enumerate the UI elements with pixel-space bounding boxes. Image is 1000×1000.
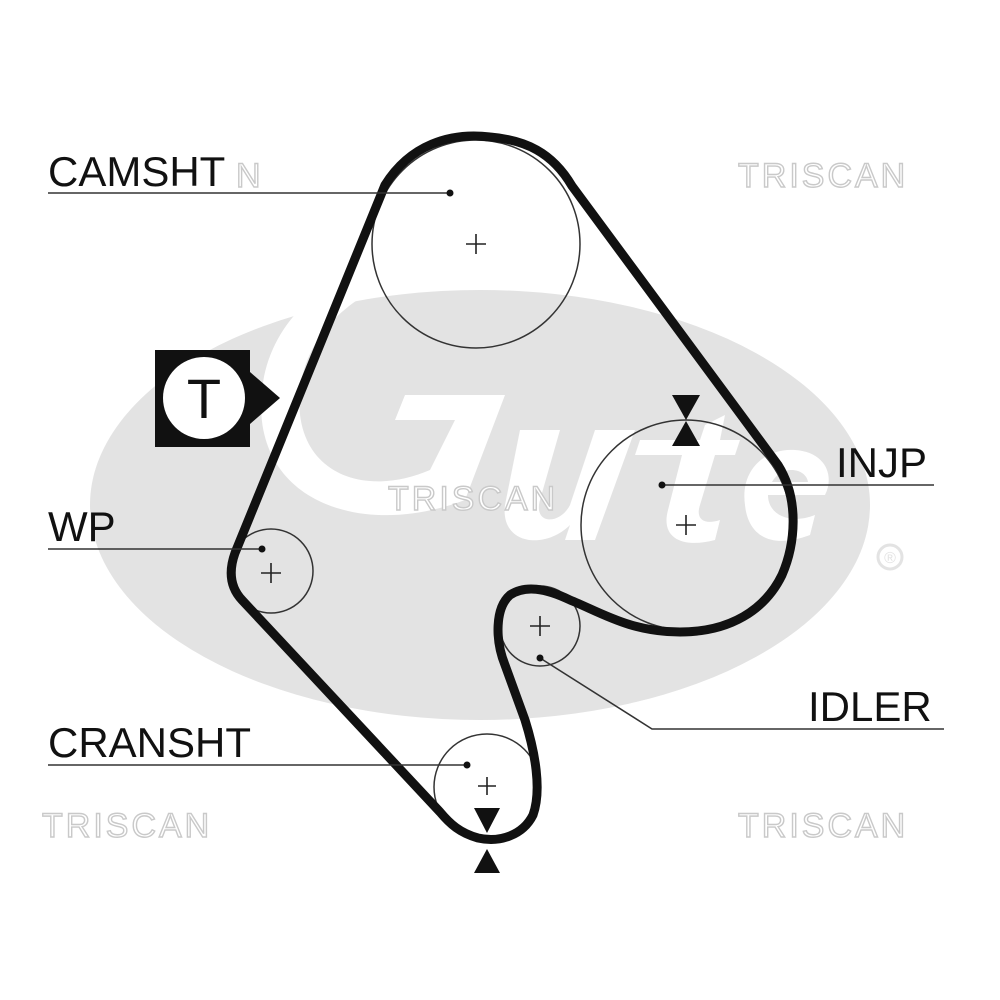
tensioner-symbol: T: [155, 350, 280, 447]
injection-pump-timing-mark: [672, 395, 700, 446]
label-crankshaft: CRANSHT: [48, 719, 251, 766]
pulley-center-marks: [261, 234, 696, 795]
camshaft-leader-dot: [446, 189, 454, 197]
idler-leader-dot: [536, 654, 544, 662]
injection-pump-timing-arrow-down: [672, 395, 700, 420]
watermark-triscan-center: TRISCAN: [388, 480, 558, 518]
injection-pump-leader-dot: [658, 481, 666, 489]
watermark-triscan-top-right: TRISCAN: [738, 157, 908, 195]
camshaft-center-mark: [466, 234, 486, 254]
idler-leader: [539, 657, 944, 730]
label-idler: IDLER: [808, 683, 932, 730]
watermark-triscan-bottom-left: TRISCAN: [42, 807, 212, 845]
label-water-pump: WP: [48, 503, 116, 550]
crankshaft-center-mark: [478, 777, 496, 795]
label-camshaft: CAMSHT: [48, 148, 225, 195]
crankshaft-timing-mark: [474, 808, 500, 873]
tensioner-letter: T: [187, 367, 221, 430]
crankshaft-timing-arrow-down: [474, 808, 500, 833]
crankshaft-leader-dot: [463, 761, 471, 769]
label-injection-pump: INJP: [836, 439, 927, 486]
injection-pump-timing-arrow-up: [672, 421, 700, 446]
injection-pump-center-mark: [676, 515, 696, 535]
water-pump-leader-dot: [258, 545, 266, 553]
water-pump-center-mark: [261, 563, 281, 583]
watermark-letter-camshaft: N: [236, 157, 264, 195]
watermark-triscan-bottom-right: TRISCAN: [738, 807, 908, 845]
callout-leaders: [48, 189, 944, 769]
tensioner-circle: [163, 357, 245, 439]
timing-belt: [226, 131, 798, 844]
idler-center-mark: [530, 616, 550, 636]
registered-mark: ®: [884, 550, 896, 567]
registered-mark-ring: [876, 543, 904, 571]
crankshaft-timing-arrow-up: [474, 849, 500, 873]
